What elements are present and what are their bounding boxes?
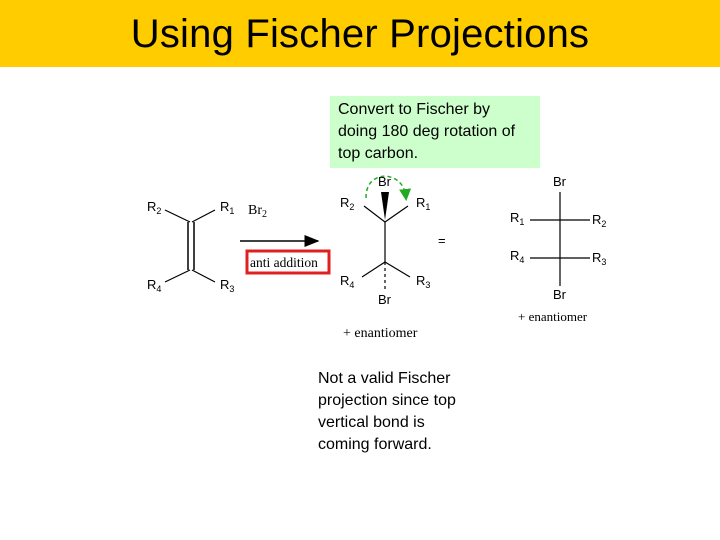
product-r1: R1 bbox=[416, 195, 430, 212]
alkene-r2: R2 bbox=[147, 199, 161, 216]
wedge-bond bbox=[381, 192, 389, 220]
bond-r4 bbox=[164, 269, 191, 283]
reaction-condition-label: anti addition bbox=[250, 255, 318, 270]
fischer-enantiomer-label: + enantiomer bbox=[518, 309, 588, 324]
product-structure: Br Br R2 R1 R4 R3 bbox=[340, 174, 430, 307]
rotation-note: Convert to Fischer by doing 180 deg rota… bbox=[330, 96, 540, 168]
invalid-projection-note: Not a valid Fischer projection since top… bbox=[318, 370, 456, 453]
bond-to-r2 bbox=[363, 205, 386, 223]
highlight-box bbox=[245, 249, 331, 275]
title-bar: Using Fischer Projections bbox=[0, 0, 720, 67]
product-enantiomer-label: + enantiomer bbox=[343, 326, 418, 341]
bond-to-r4 bbox=[361, 261, 386, 278]
reagent-label: Br2 bbox=[248, 203, 267, 220]
fischer-br-top: Br bbox=[553, 174, 567, 189]
product-br-bottom: Br bbox=[378, 292, 392, 307]
alkene-r1: R1 bbox=[220, 199, 234, 216]
fischer-r1: R1 bbox=[510, 210, 524, 227]
bond-to-r1 bbox=[384, 205, 409, 223]
product-r4: R4 bbox=[340, 273, 354, 290]
bond-r3 bbox=[191, 269, 216, 283]
product-r2: R2 bbox=[340, 195, 354, 212]
fischer-r2: R2 bbox=[592, 212, 606, 229]
alkene-r3: R3 bbox=[220, 277, 234, 294]
rotation-arrow bbox=[365, 175, 412, 201]
fischer-projection: Br Br R1 R2 R4 R3 + enantiomer bbox=[510, 174, 606, 324]
bond-r2 bbox=[164, 209, 191, 223]
equals-sign: = bbox=[438, 233, 446, 248]
product-r3: R3 bbox=[416, 273, 430, 290]
bond-to-r3 bbox=[384, 261, 411, 278]
alkene-r4: R4 bbox=[147, 277, 161, 294]
bond-r1 bbox=[191, 209, 216, 223]
page-title: Using Fischer Projections bbox=[130, 12, 590, 56]
alkene-structure: R2 R1 R4 R3 bbox=[147, 199, 234, 294]
product-br-top: Br bbox=[378, 174, 392, 189]
fischer-br-bottom: Br bbox=[553, 287, 567, 302]
fischer-r3: R3 bbox=[592, 250, 606, 267]
fischer-r4: R4 bbox=[510, 248, 524, 265]
